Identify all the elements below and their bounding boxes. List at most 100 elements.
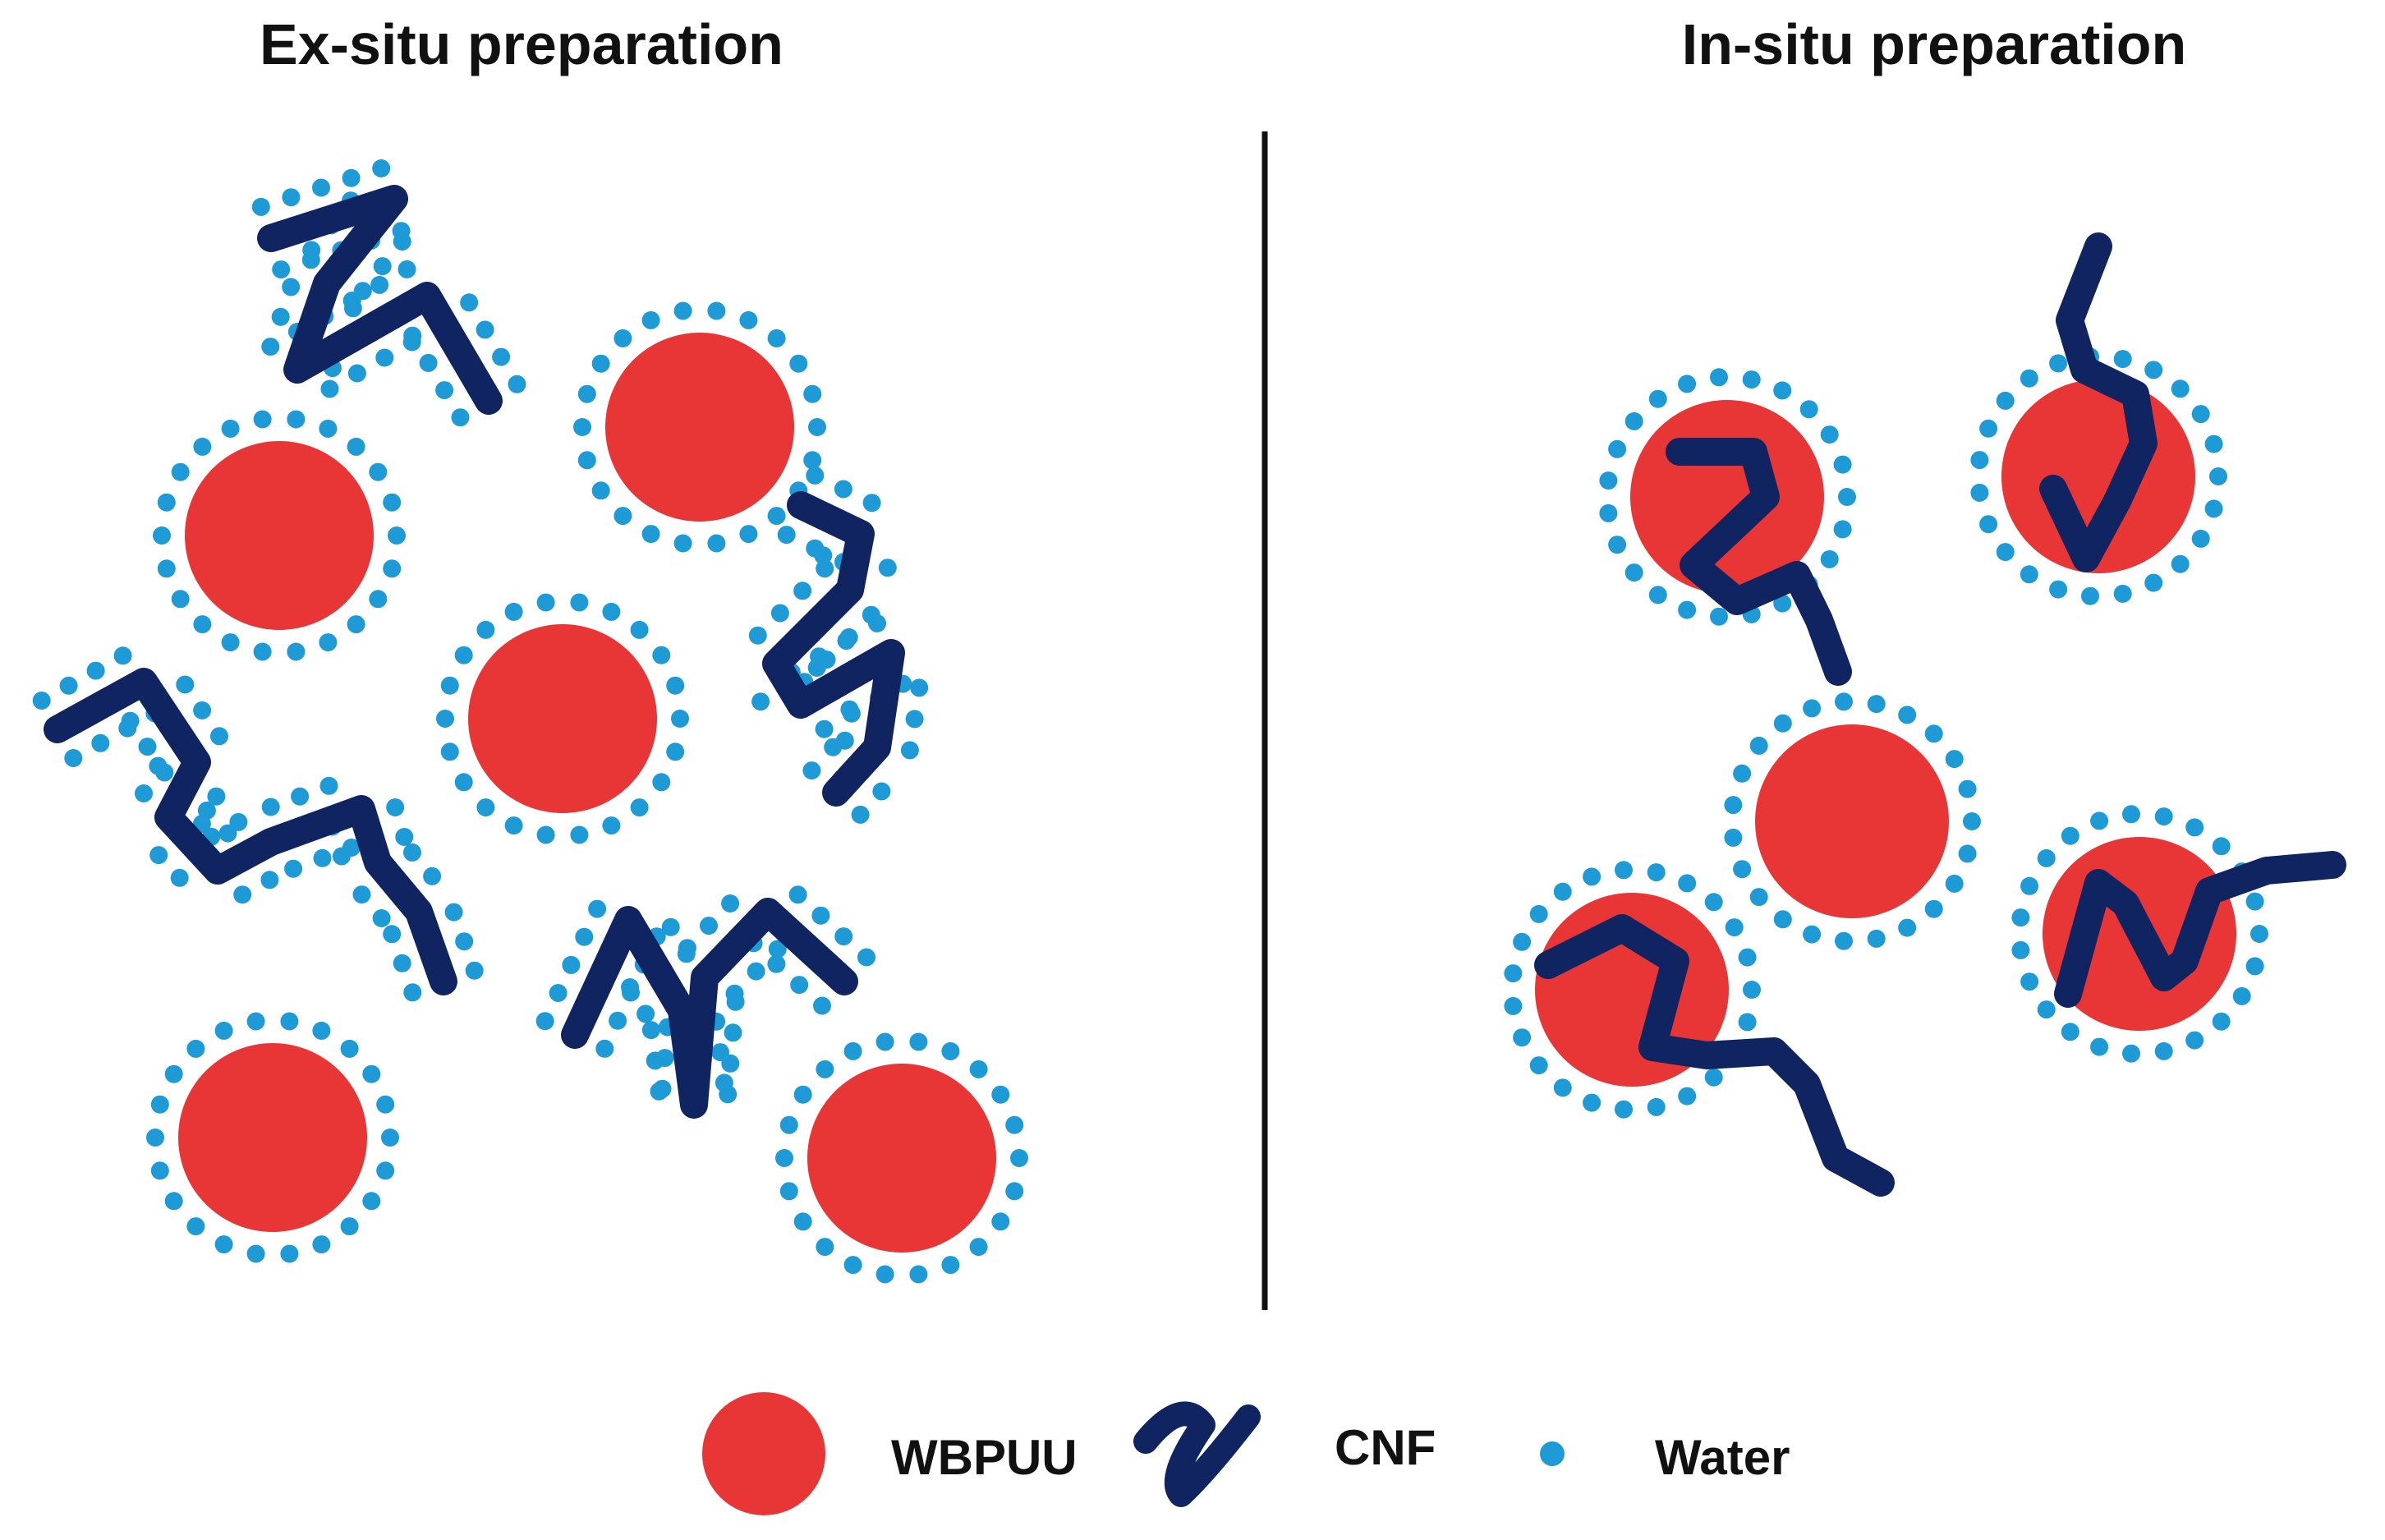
water-dot [383,925,402,944]
water-dot [1710,368,1728,387]
water-dot [312,178,330,197]
water-dot [150,1095,169,1114]
water-dot [2154,1041,2173,1060]
water-dot [1945,750,1964,769]
water-dot [824,738,843,756]
water-dot [1010,1149,1028,1167]
wbpuu-particle [185,441,374,630]
water-dot [313,848,332,867]
water-dot [1648,586,1667,605]
in-situ-title: In-situ preparation [1681,12,2187,76]
water-dot [2122,805,2140,824]
water-dot [2061,1023,2079,1041]
water-dot [153,526,171,545]
water-dot [991,1212,1010,1231]
water-dot [2011,908,2030,927]
water-dot [770,604,789,623]
water-dot [1710,607,1728,626]
water-dot [419,353,438,372]
water-dot [810,647,829,666]
water-dot [113,646,132,665]
water-dot [121,711,140,730]
water-dot [504,816,523,835]
water-dot [253,410,272,429]
water-dot [2204,499,2223,518]
wbpuu-particle [807,1064,996,1253]
water-dot [802,761,821,780]
water-dot [1898,706,1917,724]
water-dot [347,364,366,383]
water-dot [941,1041,960,1060]
water-dot [1599,503,1618,522]
water-dot [1615,1100,1633,1119]
water-dot [193,615,212,634]
water-dot [1724,828,1743,847]
water-dot [1583,1093,1601,1112]
water-dot [707,534,726,553]
water-dot [577,384,596,403]
water-dot [1704,1068,1723,1087]
water-dot [1958,779,1977,798]
legend-label-cnf: CNF [1335,1420,1436,1475]
water-dot [2185,1031,2204,1050]
water-dot [508,375,526,393]
water-dot [811,906,830,925]
water-dot [246,1012,265,1031]
water-dot [1678,375,1697,393]
water-dot [577,451,596,470]
water-dot [1820,425,1839,444]
water-dot [375,348,394,367]
legend [702,1392,1565,1515]
water-dot [1513,1028,1532,1047]
water-dot [1898,918,1917,937]
water-dot [834,927,853,946]
water-dot [2212,1012,2231,1031]
water-dot [460,293,479,312]
water-dot [793,1212,812,1231]
water-dot [2171,554,2190,573]
water-dot [476,620,495,639]
water-dot [476,320,494,339]
water-dot [362,1064,381,1083]
water-dot [2250,925,2268,943]
water-dot [857,948,875,967]
water-dot [991,1085,1010,1104]
water-dot [851,805,870,824]
water-dot [369,590,388,609]
water-dot [2037,848,2056,867]
cnf-fiber [44,668,457,995]
water-dot [383,559,402,578]
water-dot [164,1064,183,1083]
water-dot [214,1235,233,1254]
water-dot [816,1238,834,1257]
water-dot [1005,1115,1024,1134]
water-dot [251,197,270,216]
wbpuu-particle [468,624,657,813]
water-dot [398,260,416,278]
water-dot [476,798,495,817]
water-dot [1608,536,1627,554]
water-dot [1529,904,1548,923]
water-dot [1624,563,1643,582]
water-dot [157,493,176,512]
water-dot [816,559,834,578]
water-dot [1979,419,1998,438]
water-dot [2245,892,2264,911]
water-dot [454,646,473,664]
water-dot [707,301,726,320]
water-dot [193,437,212,456]
water-dot [777,526,796,545]
water-dot [602,816,621,835]
water-dot [739,310,758,329]
water-dot [2154,807,2173,826]
water-dot [591,354,610,373]
water-dot [570,593,589,612]
water-dot [210,727,228,746]
water-dot [1803,925,1822,944]
water-dot [393,954,411,972]
water-dot [813,996,831,1015]
water-dot [641,1021,660,1040]
water-dot [221,633,240,652]
water-dot [451,408,470,427]
water-dot [875,1265,894,1284]
